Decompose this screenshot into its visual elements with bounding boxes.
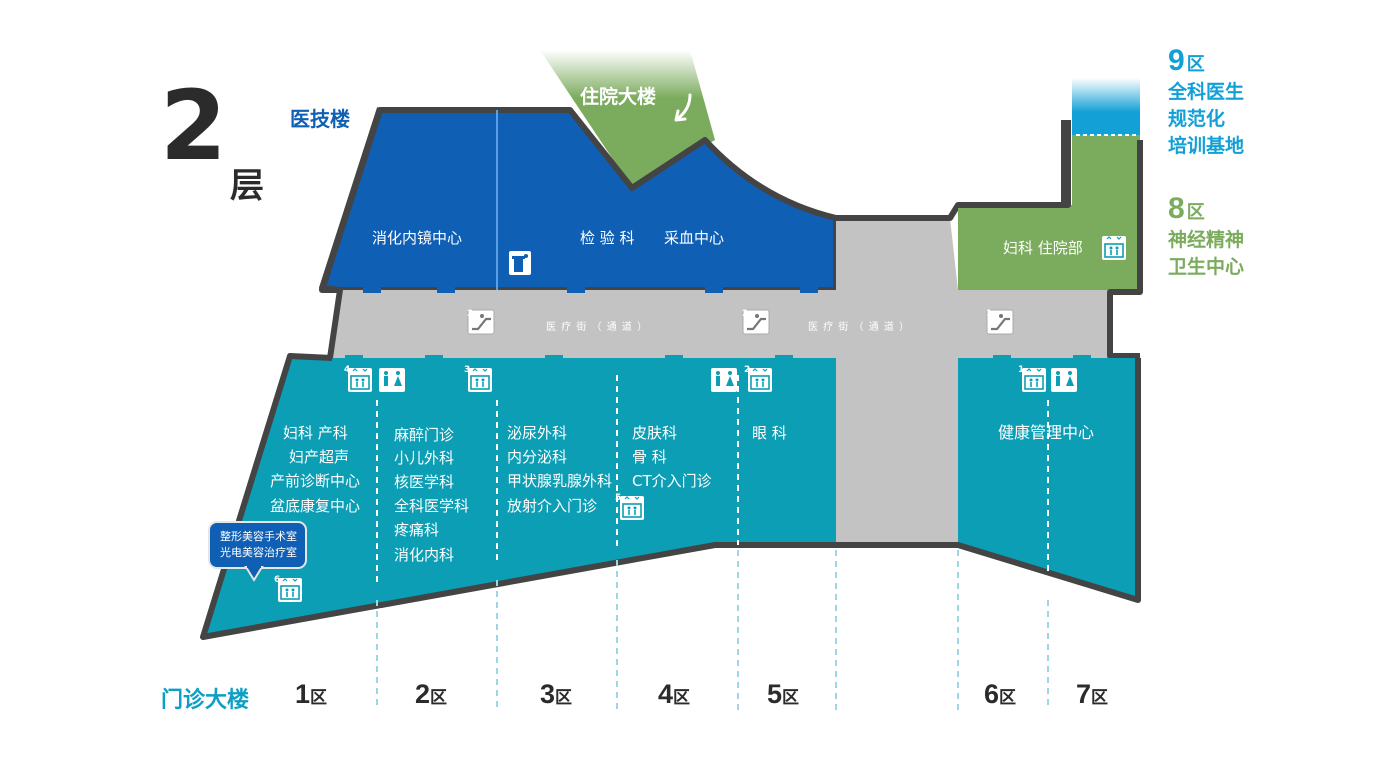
floor-unit: 层	[230, 166, 264, 206]
street-connector	[836, 218, 958, 545]
street-label-left: 医 疗 街 （ 通 道 ）	[546, 320, 648, 333]
callout-line1: 整形美容手术室	[220, 529, 297, 543]
callout-line2: 光电美容治疗室	[220, 545, 297, 559]
room-lab: 检 验 科	[580, 229, 635, 247]
floor-number: 2	[160, 70, 227, 182]
inpatient-building	[540, 50, 715, 188]
elevator-2-icon	[747, 367, 773, 393]
restroom-icon	[1051, 368, 1077, 392]
restroom-icon	[711, 368, 737, 392]
dept-z4-0: 皮肤科	[632, 424, 677, 442]
dept-z67-0: 健康管理中心	[998, 423, 1094, 442]
room-gyn-ward: 妇科 住院部	[1003, 239, 1083, 257]
zone9-number: 9	[1168, 44, 1185, 77]
zone8-line1: 神经精神	[1168, 229, 1245, 251]
inpatient-label: 住院大楼	[580, 85, 656, 108]
medtech-building	[319, 107, 839, 293]
zone8-number: 8	[1168, 192, 1185, 225]
outpatient-outline	[200, 353, 1141, 640]
dept-z2-2: 核医学科	[394, 473, 454, 491]
elevator-2-num: 2	[744, 365, 750, 375]
medtech-left-outline	[319, 107, 383, 359]
dept-z1-0: 妇科 产科	[283, 424, 348, 442]
dept-z2-0: 麻醉门诊	[394, 426, 454, 444]
elevator-4-icon	[347, 367, 373, 393]
room-digestive-endoscopy: 消化内镜中心	[372, 229, 462, 247]
zone-3-label: 3区	[540, 679, 572, 709]
elevator-3-num: 3	[464, 365, 470, 375]
zone-dividers	[376, 375, 1049, 710]
zone9-strip	[1072, 78, 1140, 135]
zone-5-label: 5区	[767, 679, 799, 709]
outpatient-building-left	[203, 358, 836, 637]
dept-z1-3: 盆底康复中心	[270, 497, 360, 515]
outpatient-building-label: 门诊大楼	[161, 688, 250, 713]
dept-z1-1: 妇产超声	[289, 448, 349, 466]
dept-z3-3: 放射介入门诊	[507, 497, 597, 515]
door-markers-top	[363, 287, 818, 293]
trash-bin-icon	[509, 251, 531, 275]
elevator-5-icon	[619, 495, 645, 521]
zone9-line3: 培训基地	[1168, 135, 1245, 157]
zone9-suffix: 区	[1186, 54, 1205, 75]
zone8-line2: 卫生中心	[1168, 256, 1245, 278]
gyn-ward-area	[958, 135, 1140, 290]
restroom-icon	[379, 368, 405, 392]
dept-z2-5: 消化内科	[394, 546, 454, 564]
elevator-6-num: 6	[274, 575, 280, 585]
dept-z3-1: 内分泌科	[507, 448, 567, 466]
elevator-4-num: 4	[344, 365, 350, 375]
dept-z4-2: CT介入门诊	[632, 472, 712, 490]
escalator-3-num: 3	[467, 309, 473, 319]
dept-z3-0: 泌尿外科	[507, 424, 567, 442]
zone-6-label: 6区	[984, 679, 1016, 709]
street-label-right: 医 疗 街 （ 通 道 ）	[808, 320, 910, 333]
marker-numbers: 3 2 1 4 3 2 1 5 6	[274, 309, 1024, 585]
elevator-1-num: 1	[1018, 365, 1024, 375]
dept-z3-2: 甲状腺乳腺外科	[507, 472, 612, 490]
right-building-outline	[958, 120, 1143, 359]
door-markers	[345, 355, 1091, 361]
dept-z2-4: 疼痛科	[394, 521, 439, 539]
elevator-3-icon	[467, 367, 493, 393]
zone-1-label: 1区	[295, 679, 327, 709]
dept-z2-3: 全科医学科	[394, 497, 469, 515]
zone9-line1: 全科医生	[1168, 81, 1245, 103]
elevator-gyn-icon	[1101, 235, 1127, 261]
dept-z1-2: 产前诊断中心	[270, 472, 360, 490]
zone-2-label: 2区	[415, 679, 447, 709]
dept-z5-0: 眼 科	[752, 424, 787, 442]
elevator-1-icon	[1021, 367, 1047, 393]
callout-bubble: 整形美容手术室 光电美容治疗室	[208, 521, 307, 582]
inpatient-arrow-icon	[674, 93, 692, 122]
dept-z2-1: 小儿外科	[394, 449, 454, 467]
zone-4-label: 4区	[658, 679, 690, 709]
dept-z4-1: 骨 科	[632, 448, 667, 466]
escalator-2-num: 2	[742, 309, 748, 319]
elevator-6-icon	[277, 577, 303, 603]
elevator-5-num: 5	[615, 493, 621, 503]
medtech-building-label: 医技楼	[290, 107, 350, 131]
zone-7-label: 7区	[1076, 679, 1108, 709]
zone8-suffix: 区	[1186, 202, 1205, 223]
zone9-line2: 规范化	[1168, 108, 1226, 130]
escalator-1-num: 1	[986, 309, 992, 319]
room-blood-draw: 采血中心	[664, 229, 724, 247]
